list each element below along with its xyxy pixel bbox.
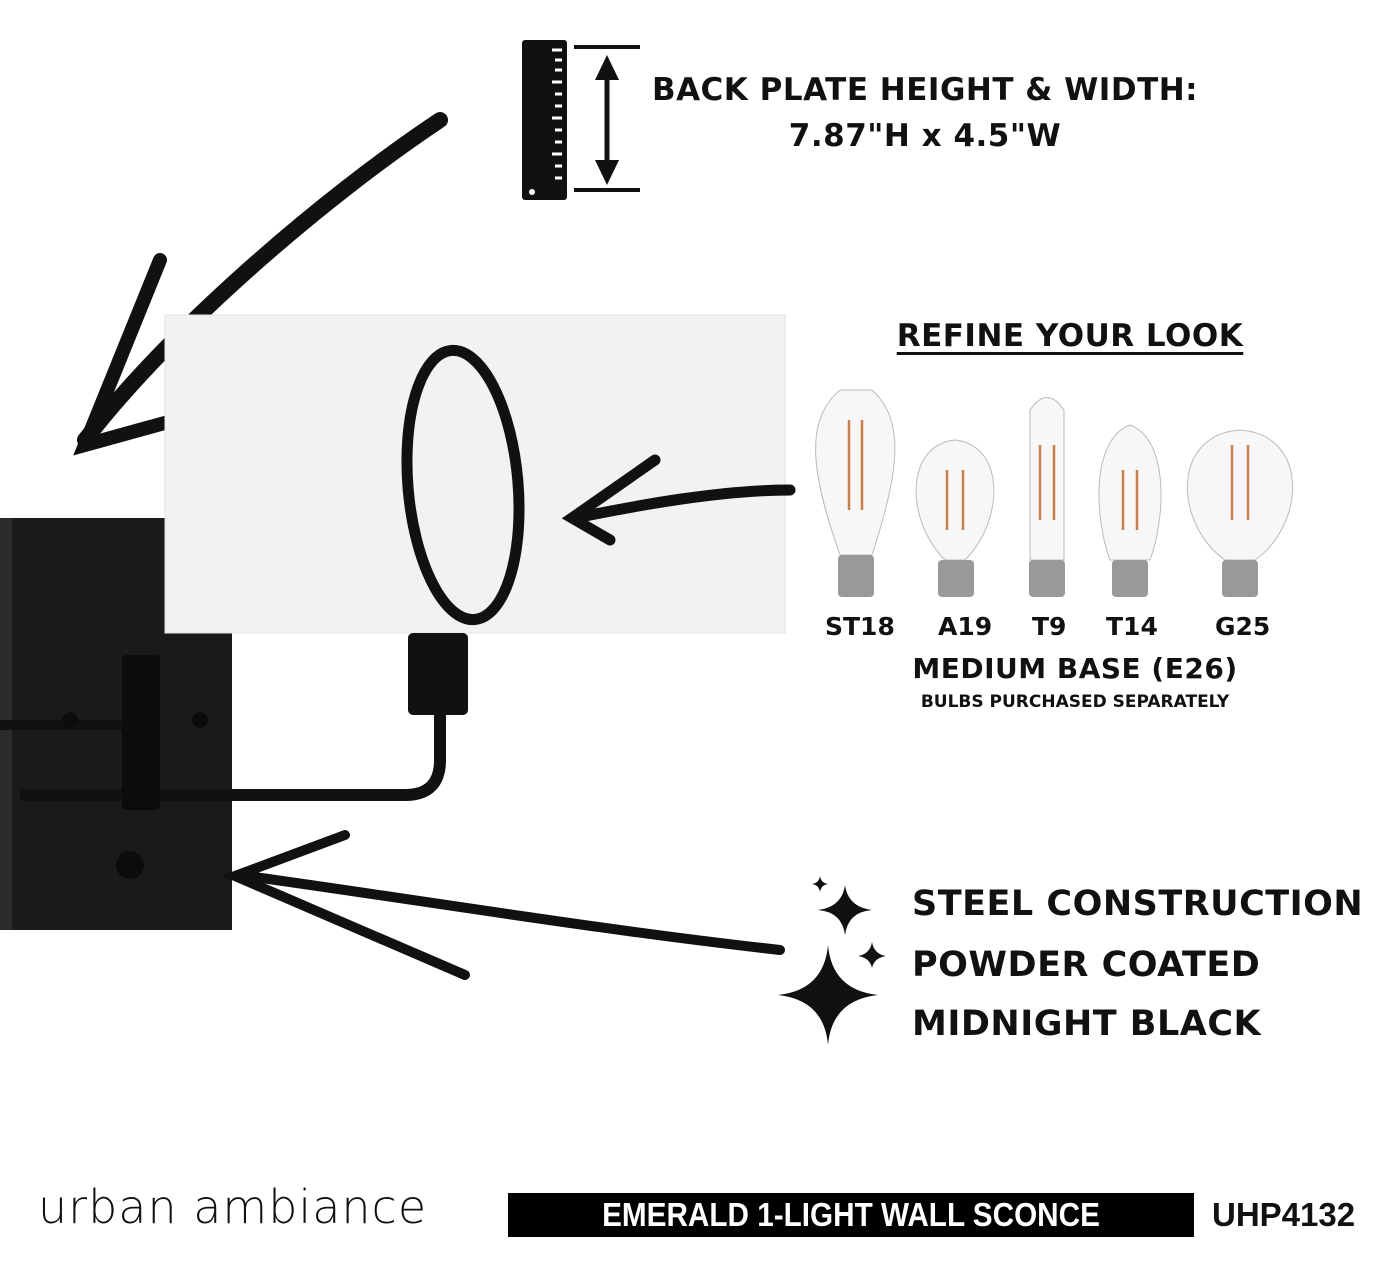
- feature-item: MIDNIGHT BLACK: [912, 1004, 1262, 1044]
- bulb-label-t14: T14: [1106, 612, 1158, 641]
- ruler-icon: [522, 40, 640, 200]
- bulb-icons: [815, 389, 1294, 561]
- base-type: MEDIUM BASE (E26): [912, 652, 1238, 685]
- brand-logo: urban ambiance: [38, 1180, 428, 1234]
- dimensions-title: BACK PLATE HEIGHT & WIDTH:: [651, 72, 1199, 108]
- sparkle-icon: [778, 876, 886, 1045]
- product-sku: UHP4132: [1212, 1196, 1356, 1233]
- bulb-label-st18: ST18: [825, 612, 895, 641]
- bulb-label-t9: T9: [1032, 612, 1067, 641]
- bulbs-note: BULBS PURCHASED SEPARATELY: [920, 692, 1230, 712]
- dimensions-value: 7.87"H x 4.5"W: [788, 118, 1062, 154]
- bulb-label-a19: A19: [938, 612, 993, 641]
- feature-item: POWDER COATED: [912, 945, 1261, 985]
- feature-item: STEEL CONSTRUCTION: [912, 884, 1364, 924]
- product-name: EMERALD 1-LIGHT WALL SCONCE: [602, 1196, 1100, 1233]
- refine-title: REFINE YOUR LOOK: [896, 318, 1244, 354]
- bulb-label-g25: G25: [1215, 612, 1271, 641]
